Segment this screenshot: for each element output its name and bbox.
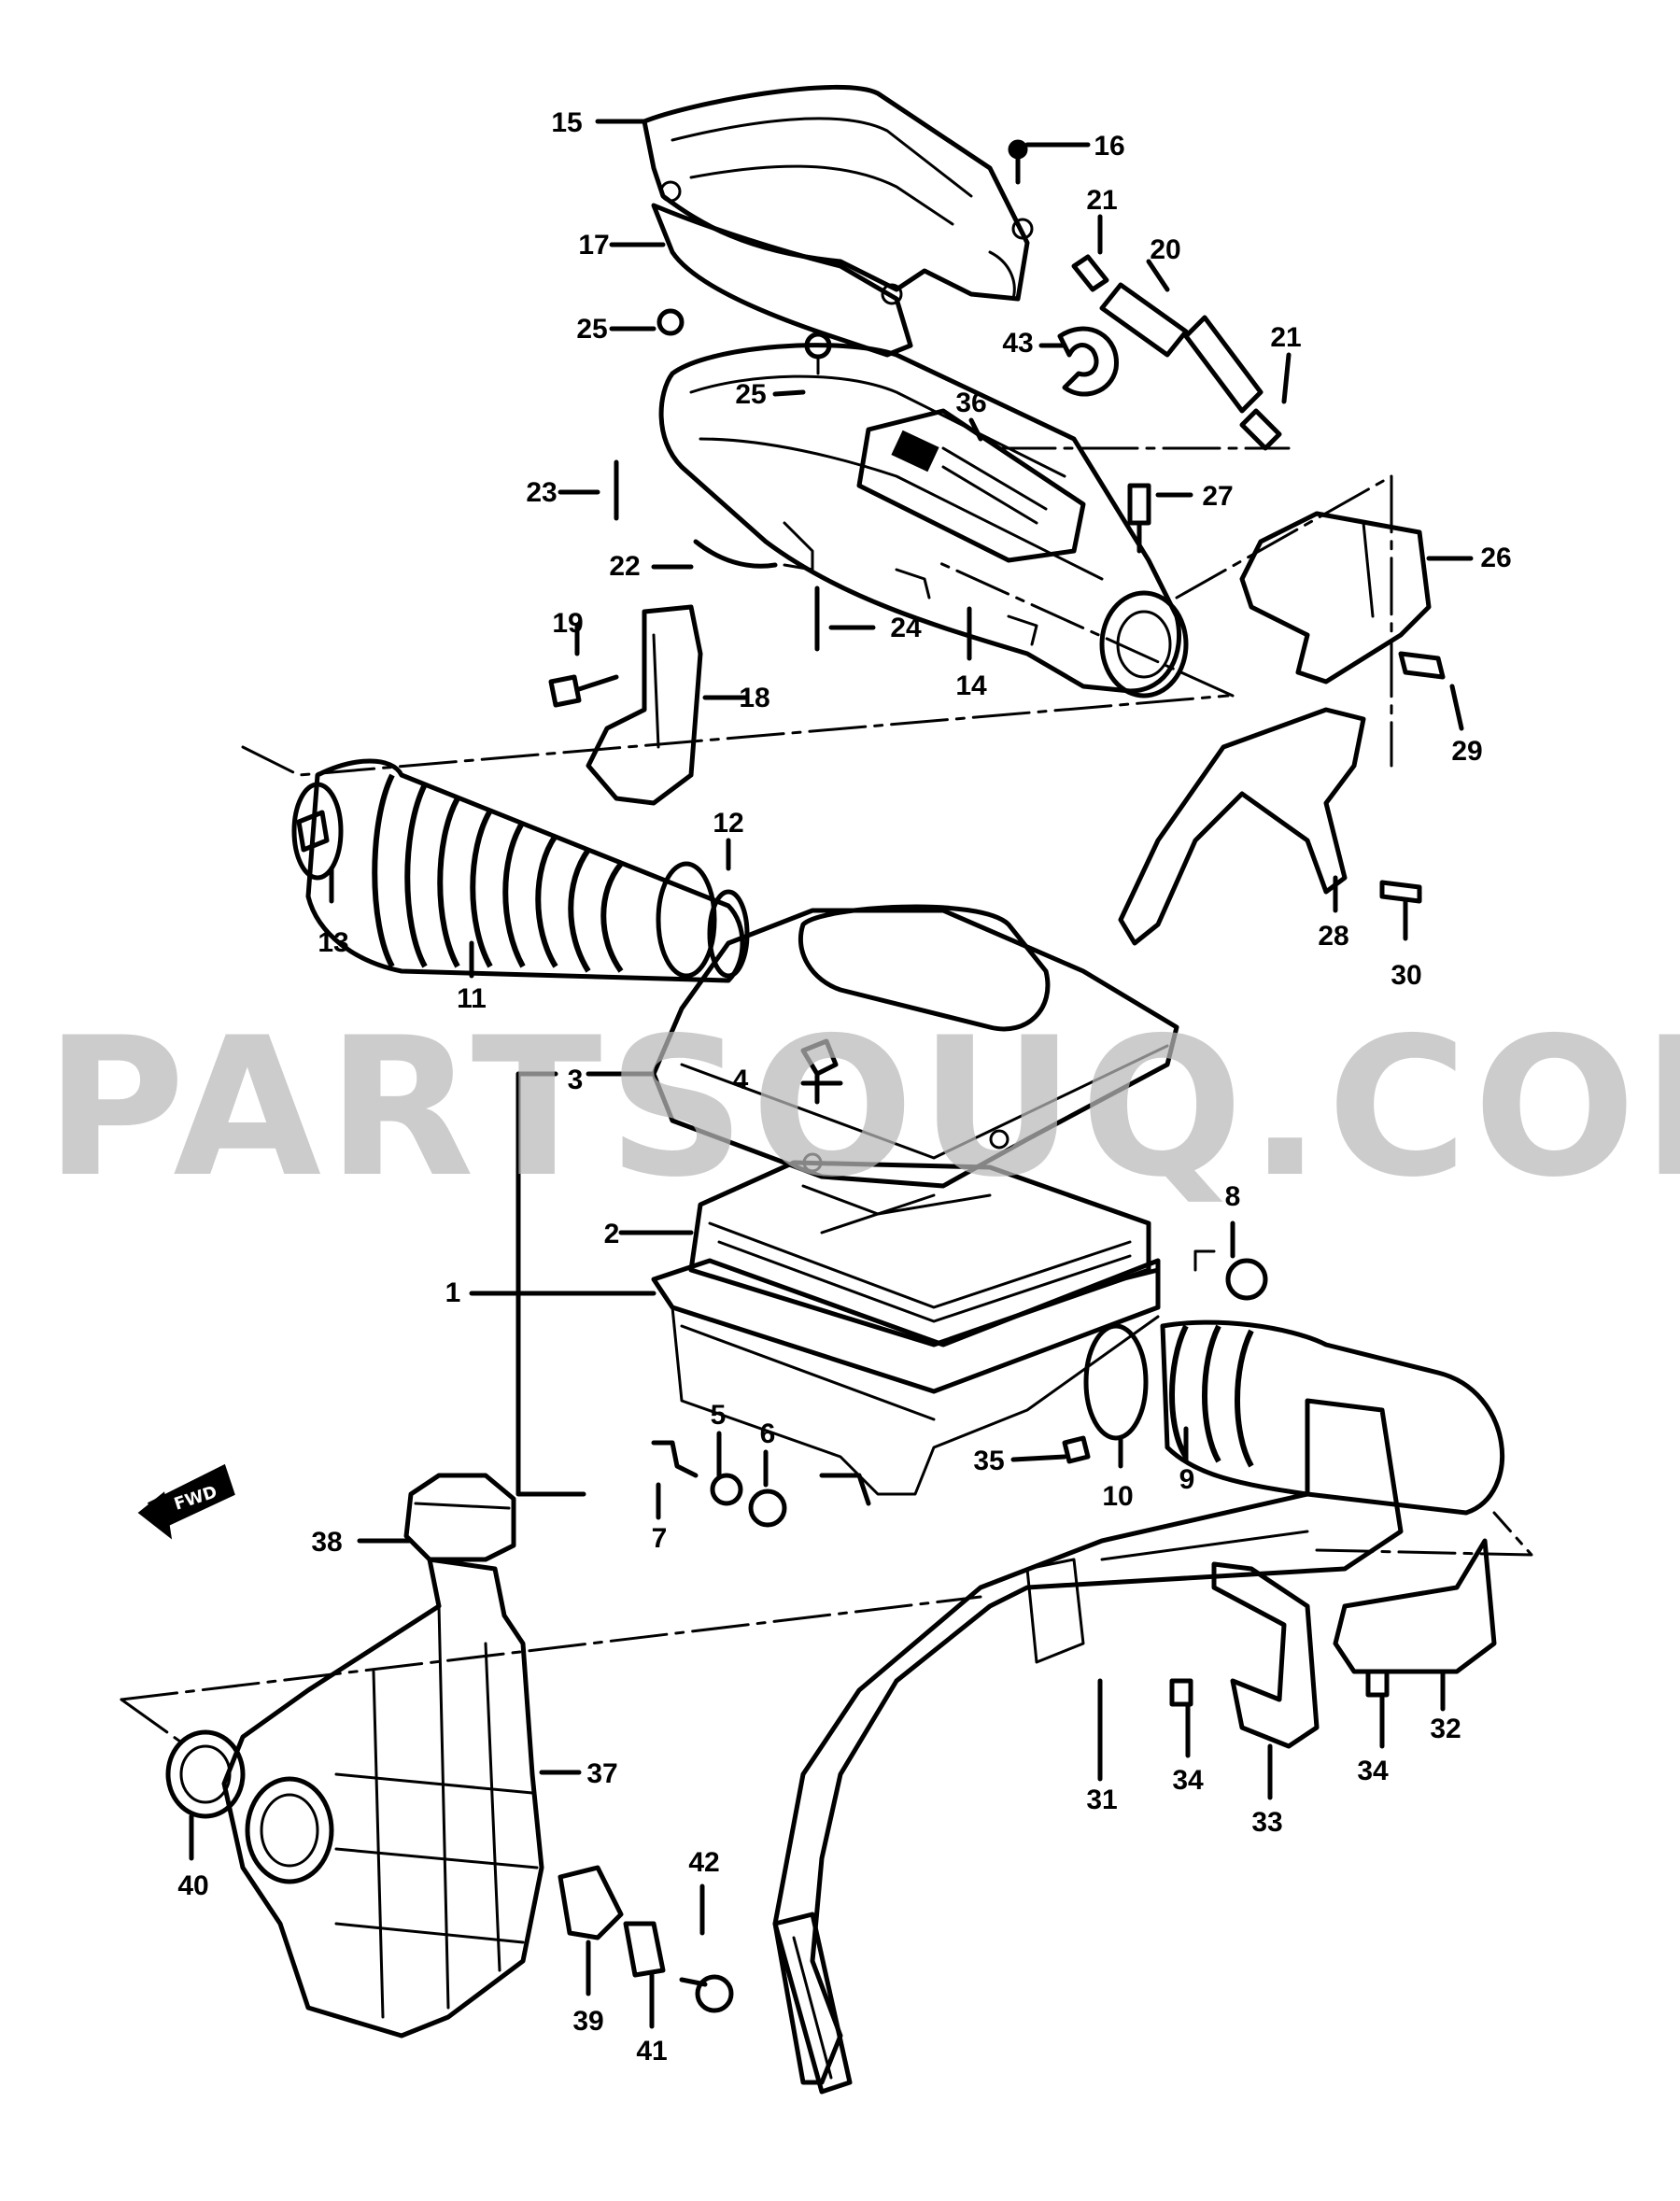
forward-direction-arrow (137, 1463, 235, 1540)
callout-41[interactable]: 41 (636, 2036, 668, 2067)
callout-leaders (189, 119, 1474, 2029)
callout-34-left[interactable]: 34 (1172, 1765, 1204, 1796)
callout-36[interactable]: 36 (955, 388, 987, 418)
callout-25-lower[interactable]: 25 (735, 379, 767, 410)
callout-26[interactable]: 26 (1480, 543, 1512, 573)
callout-33[interactable]: 33 (1251, 1807, 1283, 1838)
callout-7[interactable]: 7 (651, 1523, 668, 1554)
callout-2[interactable]: 2 (603, 1219, 620, 1249)
callout-40[interactable]: 40 (177, 1870, 209, 1901)
reference-lines (120, 446, 1533, 1748)
bracket-part-18 (548, 604, 703, 806)
callout-21-upper[interactable]: 21 (1086, 185, 1118, 216)
callout-18[interactable]: 18 (739, 683, 770, 713)
callout-29[interactable]: 29 (1451, 736, 1483, 767)
callout-24[interactable]: 24 (890, 613, 922, 643)
callout-37[interactable]: 37 (586, 1758, 618, 1789)
air-cleaner-assembly (651, 904, 1179, 1506)
callout-23[interactable]: 23 (526, 477, 558, 508)
callout-4[interactable]: 4 (732, 1065, 749, 1095)
callout-5[interactable]: 5 (710, 1400, 727, 1431)
hose-part-20 (1057, 254, 1282, 451)
callout-28[interactable]: 28 (1318, 921, 1349, 952)
cap-part-38 (403, 1473, 516, 1562)
callout-6[interactable]: 6 (759, 1418, 776, 1449)
callout-43[interactable]: 43 (1002, 328, 1034, 359)
fasteners-middle (651, 1038, 1268, 1528)
callout-21-lower[interactable]: 21 (1270, 322, 1302, 353)
callout-3[interactable]: 3 (567, 1065, 584, 1095)
resonator-tank-part-37 (165, 1557, 734, 2039)
callout-11[interactable]: 11 (457, 983, 487, 1014)
callout-39[interactable]: 39 (572, 2006, 604, 2037)
callout-38[interactable]: 38 (311, 1527, 343, 1558)
callout-19[interactable]: 19 (552, 608, 584, 639)
callout-12[interactable]: 12 (713, 808, 744, 839)
callout-17[interactable]: 17 (578, 230, 610, 261)
callout-25-upper[interactable]: 25 (576, 314, 608, 345)
callout-14[interactable]: 14 (955, 670, 987, 701)
callout-34-right[interactable]: 34 (1357, 1756, 1389, 1786)
callout-10[interactable]: 10 (1102, 1481, 1134, 1512)
callout-8[interactable]: 8 (1224, 1181, 1241, 1212)
outlet-elbow-part-9 (772, 1319, 1505, 2095)
callout-15[interactable]: 15 (551, 107, 583, 138)
fasteners-top (614, 139, 1151, 652)
bracket-part-26 (1118, 511, 1446, 946)
callout-1[interactable]: 1 (445, 1277, 461, 1308)
callout-30[interactable]: 30 (1391, 960, 1422, 991)
callout-35[interactable]: 35 (973, 1446, 1005, 1476)
bracket-part-32-33 (1169, 1538, 1497, 1749)
callout-13[interactable]: 13 (318, 927, 349, 958)
callout-32[interactable]: 32 (1430, 1714, 1461, 1744)
callout-27[interactable]: 27 (1202, 481, 1234, 512)
intake-hose-part-11 (291, 758, 750, 983)
callout-31[interactable]: 31 (1086, 1785, 1118, 1815)
callout-9[interactable]: 9 (1179, 1464, 1195, 1495)
callout-20[interactable]: 20 (1150, 234, 1181, 265)
heat-shield-part-15 (642, 84, 1034, 358)
callout-42[interactable]: 42 (688, 1847, 720, 1878)
callout-16[interactable]: 16 (1094, 131, 1125, 162)
callout-22[interactable]: 22 (609, 551, 641, 582)
